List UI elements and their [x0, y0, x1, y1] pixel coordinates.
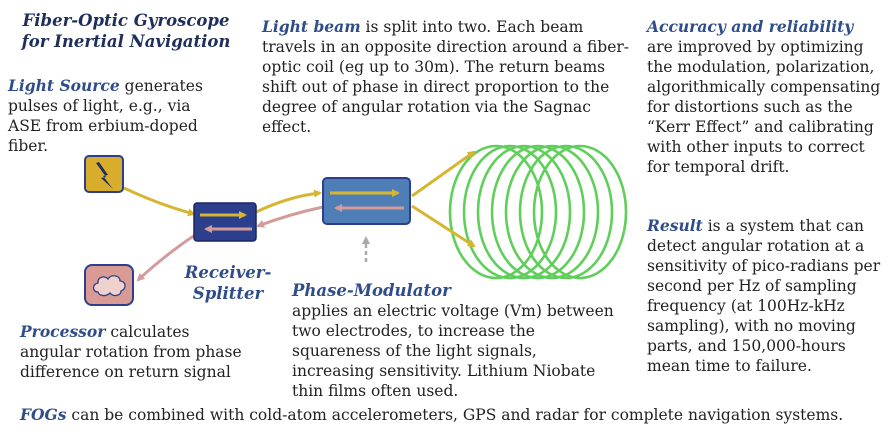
result-text: is a system that can detect angular rota…: [647, 217, 881, 375]
brain-cloud-icon: [92, 275, 126, 297]
result-description: Result is a system that can detect angul…: [647, 216, 883, 376]
lightning-bolt-icon: [96, 162, 113, 189]
accuracy-text: are improved by optimizing the modulatio…: [647, 38, 881, 176]
light-source-heading: Light Source: [8, 76, 120, 95]
phase-modulator-description: Phase-Modulator applies an electric volt…: [292, 281, 622, 401]
page-title: Fiber-Optic Gyroscope for Inertial Navig…: [8, 10, 244, 52]
receiver-splitter-line-1: Receiver-: [184, 263, 272, 282]
title-line-2: for Inertial Navigation: [21, 32, 231, 51]
title-line-1: Fiber-Optic Gyroscope: [22, 11, 230, 30]
result-heading: Result: [647, 216, 703, 235]
light-source-text: generates pulses of light, e.g., via ASE…: [8, 77, 203, 155]
phase-modulator-box: [322, 177, 411, 225]
footer-heading: FOGs: [20, 405, 67, 424]
receiver-splitter-box: [193, 202, 257, 242]
processor-heading: Processor: [20, 322, 106, 341]
phase-modulator-text: applies an electric voltage (Vm) between…: [292, 302, 614, 400]
receiver-splitter-line-2: Splitter: [192, 284, 264, 303]
fiber-optic-coil: [448, 144, 628, 280]
accuracy-heading: Accuracy and reliability: [647, 17, 854, 36]
modulator-to-coil-beam-upper: [411, 150, 476, 198]
processor-text: calculates angular rotation from phase d…: [20, 323, 242, 381]
return-beam-to-processor: [136, 233, 196, 282]
splitter-to-modulator-beam: [255, 189, 322, 214]
return-beam-to-splitter: [256, 205, 324, 228]
footer-note: FOGs can be combined with cold-atom acce…: [20, 405, 880, 425]
light-source-box: [84, 155, 124, 193]
processor-box: [84, 264, 134, 306]
light-beam-heading: Light beam: [262, 17, 361, 36]
light-beam-text: is split into two. Each beam travels in …: [262, 18, 630, 136]
processor-description: Processor calculates angular rotation fr…: [20, 322, 250, 382]
accuracy-description: Accuracy and reliability are improved by…: [647, 17, 881, 177]
footer-text: can be combined with cold-atom accelerom…: [66, 406, 844, 424]
light-source-description: Light Source generates pulses of light, …: [8, 76, 213, 156]
light-beam-description: Light beam is split into two. Each beam …: [262, 17, 634, 137]
phase-modulator-heading: Phase-Modulator: [292, 281, 451, 300]
receiver-splitter-label: Receiver- Splitter: [178, 262, 278, 304]
modulator-to-coil-beam-lower: [411, 204, 476, 248]
source-to-splitter-beam: [123, 186, 196, 217]
